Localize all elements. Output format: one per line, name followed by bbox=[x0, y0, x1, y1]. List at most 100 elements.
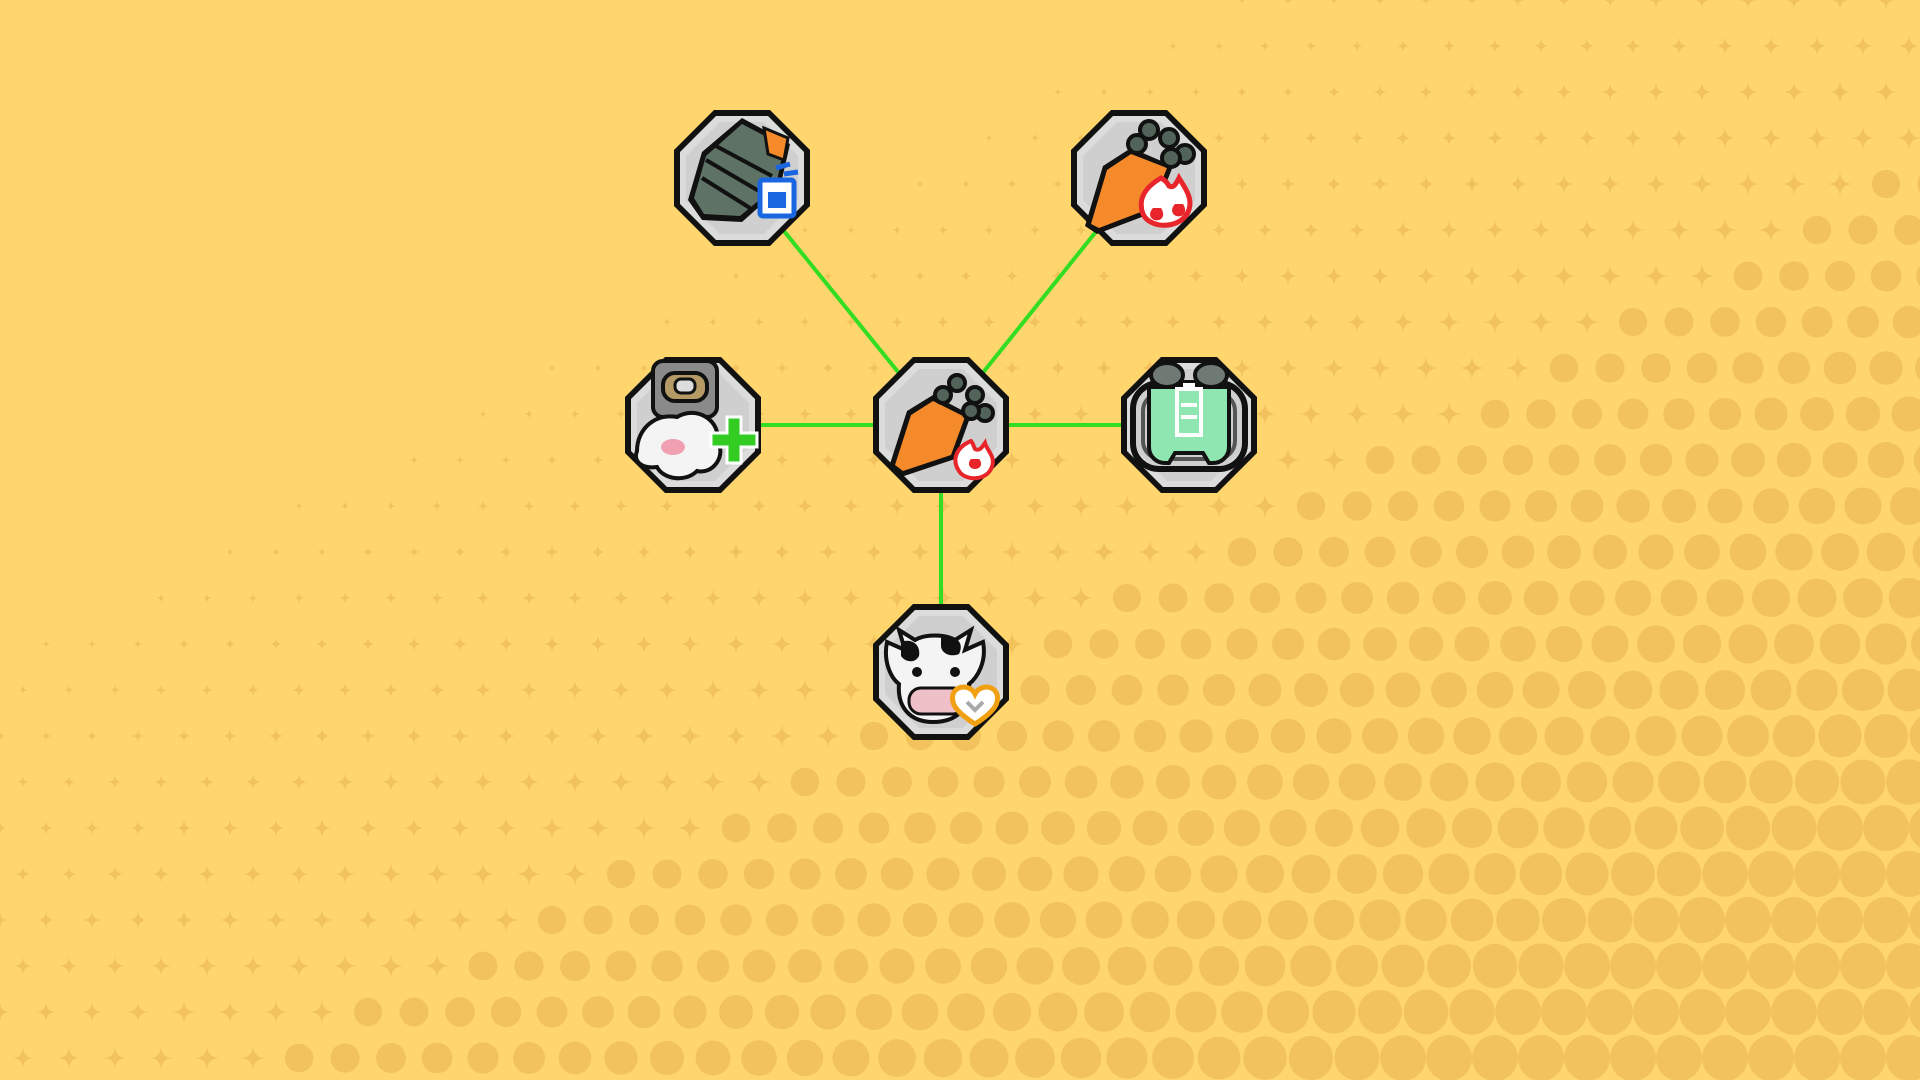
pattern-dot bbox=[836, 767, 866, 797]
pattern-dot bbox=[719, 995, 753, 1029]
skill-node-right[interactable] bbox=[1119, 355, 1259, 495]
pattern-dot bbox=[1316, 718, 1352, 754]
pattern-sparkle bbox=[1417, 83, 1435, 101]
pattern-sparkle bbox=[1099, 87, 1109, 97]
pattern-sparkle bbox=[1529, 218, 1553, 242]
pattern-dot bbox=[1201, 764, 1237, 800]
pattern-sparkle bbox=[819, 451, 837, 469]
pattern-sparkle bbox=[336, 681, 354, 699]
pattern-dot bbox=[1106, 1037, 1148, 1079]
pattern-dot bbox=[1817, 805, 1863, 851]
pattern-sparkle bbox=[1276, 356, 1300, 380]
pattern-sparkle bbox=[1373, 0, 1387, 7]
pattern-sparkle bbox=[1782, 80, 1806, 104]
pattern-dot bbox=[1843, 578, 1883, 618]
pattern-sparkle bbox=[174, 818, 194, 838]
pattern-sparkle bbox=[173, 909, 195, 931]
pattern-sparkle bbox=[340, 501, 350, 511]
skill-node-left[interactable] bbox=[623, 355, 763, 495]
pattern-dot bbox=[1817, 989, 1863, 1035]
pattern-sparkle bbox=[1601, 0, 1619, 9]
pattern-sparkle bbox=[1551, 263, 1577, 289]
pattern-sparkle bbox=[402, 816, 426, 840]
pattern-dot bbox=[1840, 943, 1886, 989]
pattern-sparkle bbox=[654, 769, 680, 795]
pattern-dot bbox=[1270, 718, 1306, 754]
pattern-sparkle bbox=[1053, 87, 1063, 97]
pattern-sparkle bbox=[1281, 85, 1295, 99]
pattern-dot bbox=[1656, 1035, 1702, 1080]
pattern-dot bbox=[1794, 1035, 1840, 1080]
pattern-dot bbox=[583, 905, 613, 935]
pattern-dot bbox=[1797, 578, 1837, 618]
pattern-sparkle bbox=[1531, 128, 1551, 148]
pattern-sparkle bbox=[1301, 220, 1321, 240]
pattern-dot bbox=[1518, 943, 1564, 989]
pattern-sparkle bbox=[310, 908, 334, 932]
pattern-dot bbox=[1892, 305, 1920, 339]
pattern-dot bbox=[1016, 947, 1054, 985]
pattern-sparkle bbox=[270, 546, 282, 558]
pattern-sparkle bbox=[1025, 404, 1045, 424]
pattern-dot bbox=[1495, 989, 1541, 1035]
pattern-dot bbox=[1656, 851, 1702, 897]
pattern-sparkle bbox=[820, 360, 836, 376]
pattern-dot bbox=[1917, 175, 1920, 193]
skill-node-center[interactable]: center bbox=[871, 355, 1011, 495]
pattern-sparkle bbox=[407, 545, 421, 559]
pattern-dot bbox=[1910, 626, 1920, 662]
pattern-sparkle bbox=[610, 679, 632, 701]
pattern-sparkle bbox=[1556, 0, 1572, 8]
pattern-sparkle bbox=[976, 585, 1002, 611]
pattern-dot bbox=[1819, 623, 1861, 665]
pattern-dot bbox=[1888, 577, 1920, 619]
pattern-sparkle bbox=[1826, 170, 1854, 198]
pattern-dot bbox=[1886, 759, 1920, 805]
pattern-dot bbox=[1472, 943, 1518, 989]
pattern-dot bbox=[1341, 582, 1373, 614]
pattern-sparkle bbox=[772, 542, 792, 562]
pattern-dot bbox=[879, 948, 915, 984]
skill-node-bottom[interactable] bbox=[871, 602, 1011, 742]
pattern-dot bbox=[1500, 626, 1536, 662]
pattern-dot bbox=[1042, 720, 1074, 752]
pattern-sparkle bbox=[891, 224, 903, 236]
pattern-dot bbox=[1427, 944, 1471, 988]
pattern-sparkle bbox=[1298, 401, 1324, 427]
pattern-dot bbox=[1729, 533, 1767, 571]
pattern-sparkle bbox=[80, 1000, 104, 1024]
pattern-sparkle bbox=[1458, 354, 1486, 382]
pattern-dot bbox=[1664, 307, 1694, 337]
pattern-sparkle bbox=[1274, 446, 1302, 474]
pattern-sparkle bbox=[1004, 268, 1020, 284]
pattern-sparkle bbox=[82, 910, 102, 930]
pattern-dot bbox=[1564, 943, 1610, 989]
pattern-sparkle bbox=[1344, 401, 1370, 427]
pattern-sparkle bbox=[149, 954, 173, 978]
pattern-dot bbox=[1451, 807, 1493, 849]
skill-node-top-left[interactable] bbox=[672, 108, 812, 248]
pattern-sparkle bbox=[200, 683, 214, 697]
pattern-dot bbox=[1290, 945, 1332, 987]
skill-node-center-label: center bbox=[871, 355, 923, 359]
pattern-sparkle bbox=[292, 591, 306, 605]
pattern-sparkle bbox=[267, 727, 285, 745]
pattern-sparkle bbox=[500, 454, 512, 466]
pattern-sparkle bbox=[724, 632, 748, 656]
pattern-dot bbox=[1684, 534, 1720, 570]
pattern-sparkle bbox=[658, 497, 676, 515]
pattern-dot bbox=[1818, 714, 1862, 758]
pattern-sparkle bbox=[729, 361, 743, 375]
pattern-sparkle bbox=[379, 862, 403, 886]
pattern-sparkle bbox=[1304, 39, 1318, 53]
cow-heart-icon bbox=[873, 604, 1009, 740]
pattern-dot bbox=[606, 859, 636, 889]
pattern-dot bbox=[1656, 943, 1702, 989]
pattern-dot bbox=[1820, 532, 1860, 572]
pattern-dot bbox=[1313, 899, 1355, 941]
pattern-dot bbox=[1679, 897, 1725, 943]
skill-node-top-right[interactable] bbox=[1069, 108, 1209, 248]
pattern-dot bbox=[1223, 809, 1261, 847]
pattern-sparkle bbox=[1527, 308, 1555, 336]
pattern-dot bbox=[1108, 855, 1146, 893]
